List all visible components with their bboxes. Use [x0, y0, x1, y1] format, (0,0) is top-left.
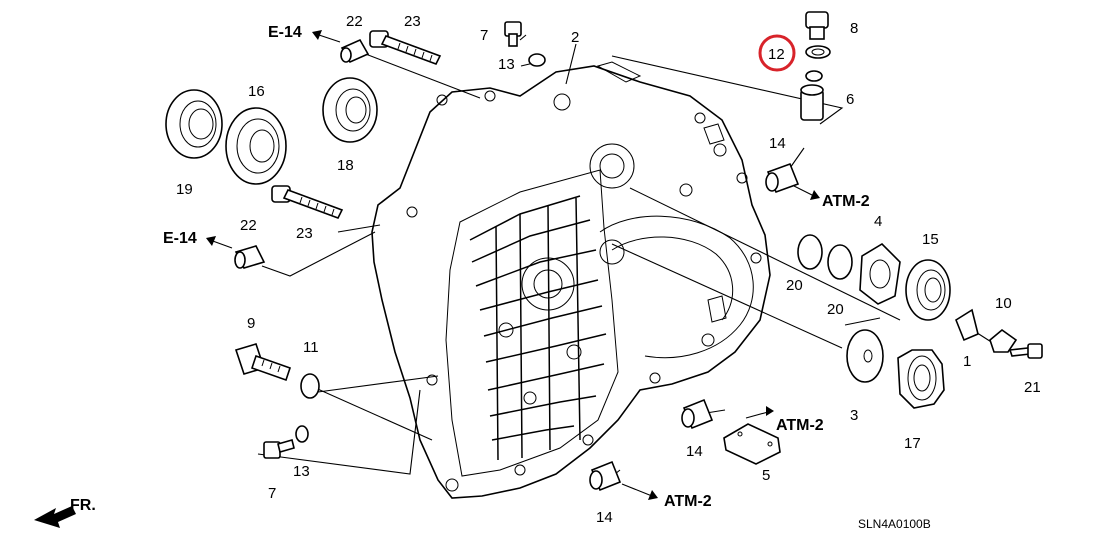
dowel-pin-22-left — [234, 245, 266, 269]
dowel-pin-14-top — [765, 162, 800, 194]
bolt-21 — [1008, 343, 1043, 359]
dowel-pin-22-top — [340, 38, 370, 64]
oil-seal-15 — [905, 259, 951, 321]
dowel-pin-14-bottom — [589, 460, 622, 492]
callout-5: 5 — [762, 467, 770, 484]
callout-20-a: 20 — [786, 277, 803, 294]
bracket-10 — [989, 328, 1018, 353]
ref-label-e14-left: E-14 — [163, 230, 197, 247]
drain-bolt-7-top — [504, 21, 522, 47]
callout-14-bottom: 14 — [596, 509, 613, 526]
ball-bearing-16 — [225, 107, 287, 185]
callout-7-bottom: 7 — [268, 485, 276, 502]
thrust-shim-3 — [846, 329, 884, 383]
ref-label-atm2-mid: ATM-2 — [776, 417, 824, 434]
front-direction-arrow: FR. — [34, 497, 96, 528]
callout-21: 21 — [1024, 379, 1041, 396]
ref-label-atm2-bottom: ATM-2 — [664, 493, 712, 510]
callout-6: 6 — [846, 91, 854, 108]
highlight-circle-12 — [758, 34, 796, 72]
washer-13-bottom — [295, 425, 309, 443]
callout-8: 8 — [850, 20, 858, 37]
roller-bearing-17 — [897, 349, 945, 409]
callout-23-left: 23 — [296, 225, 313, 242]
transmission-housing — [371, 61, 771, 499]
speed-sensor-9 — [234, 343, 292, 382]
drain-bolt-7-bottom — [263, 439, 295, 459]
callout-18: 18 — [337, 157, 354, 174]
callout-14-mid: 14 — [686, 443, 703, 460]
callout-1: 1 — [963, 353, 971, 370]
callout-22-top: 22 — [346, 13, 363, 30]
callout-4: 4 — [874, 213, 882, 230]
callout-2: 2 — [571, 29, 579, 46]
ref-label-e14-top: E-14 — [268, 24, 302, 41]
bracket-1 — [955, 308, 979, 342]
washer-11 — [300, 373, 320, 399]
diagram-code: SLN4A0100B — [858, 517, 931, 531]
callout-9: 9 — [247, 315, 255, 332]
callout-14-top: 14 — [769, 135, 786, 152]
direction-label: FR. — [70, 497, 96, 514]
o-ring-20-a — [797, 234, 823, 270]
bolt-23-top — [369, 30, 442, 65]
detent-spring-6 — [800, 70, 824, 121]
callout-23-top: 23 — [404, 13, 421, 30]
callout-20-b: 20 — [827, 301, 844, 318]
callout-17: 17 — [904, 435, 921, 452]
washer-13-top — [528, 53, 546, 67]
sealing-bolt-8 — [805, 11, 829, 40]
callout-7-top: 7 — [480, 27, 488, 44]
ref-label-atm2-right: ATM-2 — [822, 193, 870, 210]
callout-12: 12 — [768, 46, 785, 63]
oil-seal-18 — [322, 77, 378, 143]
callout-19: 19 — [176, 181, 193, 198]
callout-22-left: 22 — [240, 217, 257, 234]
cover-plate-5 — [723, 423, 781, 465]
bolt-23-left — [271, 185, 344, 219]
callout-13-top: 13 — [498, 56, 515, 73]
callout-13-bottom: 13 — [293, 463, 310, 480]
callout-10: 10 — [995, 295, 1012, 312]
washer-12 — [805, 45, 831, 59]
o-ring-20-b — [827, 244, 853, 280]
callout-16: 16 — [248, 83, 265, 100]
oil-seal-19 — [165, 89, 223, 159]
reference-arrows — [206, 30, 820, 500]
bearing-plate-4 — [859, 242, 901, 305]
callout-3: 3 — [850, 407, 858, 424]
dowel-pin-14-mid — [681, 398, 714, 430]
callout-15: 15 — [922, 231, 939, 248]
callout-11: 11 — [303, 339, 319, 356]
